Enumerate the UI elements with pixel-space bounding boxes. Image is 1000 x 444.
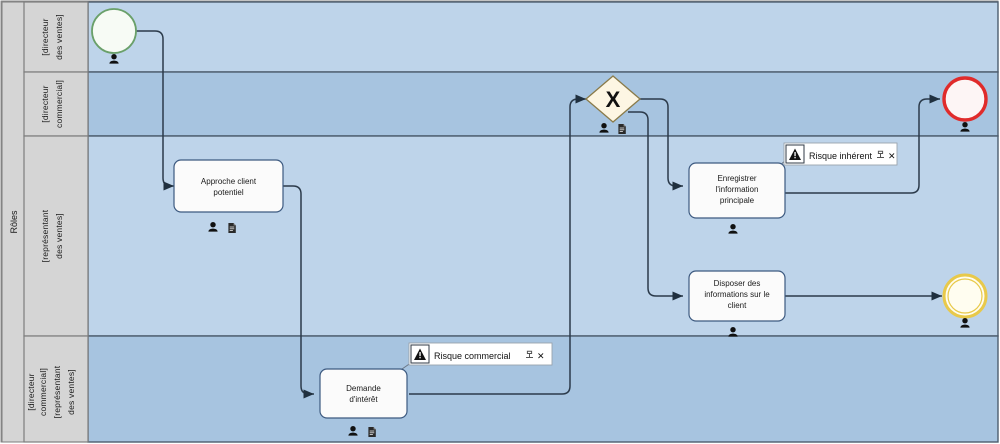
warning-triangle-icon [789,148,801,160]
lane-label-1-line-2: des ventes] [54,14,64,60]
task-approche-document-icon [228,223,236,233]
pin-icon[interactable] [877,150,884,158]
task-enregistrer-information-principale[interactable]: Enregistrer l'information principale [688,162,786,219]
warning-triangle-icon [414,348,426,360]
flow-approche-to-demande [283,185,314,399]
lane-label-3-line-2: des ventes] [54,213,64,259]
lane-body-1 [87,1,999,73]
task-demande-document-icon [368,427,376,437]
task-disposer-line-2: informations sur le [704,290,770,299]
task-disposer-line-3: client [728,301,747,310]
annotation-risque-commercial-label: Risque commercial [434,351,511,361]
close-icon[interactable]: ✕ [537,351,545,361]
end-event[interactable] [942,76,988,122]
task-approche-client-potentiel[interactable]: Approche client potentiel [173,159,284,213]
pool-label: Rôles [9,210,19,234]
task-demande-line-1: Demande [346,384,381,393]
flow-enregistrer-to-end [785,94,940,194]
task-disposer-line-1: Disposer des [714,279,761,288]
gateway-exclusive[interactable]: X [584,75,642,123]
lane-body-3 [87,135,999,337]
task-approche-line-2: potentiel [213,188,243,197]
lane-label-2-line-2: commercial] [54,80,64,128]
task-disposer-informations-client[interactable]: Disposer des informations sur le client [688,270,786,322]
lane-label-1-line-1: [directeur [40,18,50,55]
task-enregistrer-line-3: principale [720,196,755,205]
flow-gateway-to-enregistrer [640,98,683,191]
lane-label-4-line-4: des ventes] [66,369,76,415]
lane-label-4-line-2: commercial] [38,368,48,416]
gateway-document-icon [618,124,626,134]
lane-header-4[interactable] [23,335,89,443]
lane-body-2 [87,71,999,137]
lane-label-4-line-1: [directeur [26,373,36,410]
intermediate-event[interactable] [942,273,988,319]
task-enregistrer-line-2: l'information [716,185,759,194]
annotation-risque-inherent-label: Risque inhérent [809,151,873,161]
flow-gateway-to-disposer [628,111,683,301]
flow-start-to-approche [136,30,174,191]
task-approche-line-1: Approche client [201,177,257,186]
task-enregistrer-line-1: Enregistrer [717,174,756,183]
start-event[interactable] [91,8,137,54]
close-icon[interactable]: ✕ [888,151,896,161]
annotation-risque-commercial[interactable]: Risque commercial ✕ [408,342,553,366]
lane-label-4-line-3: [représentant [52,365,62,418]
lane-label-2-line-1: [directeur [40,85,50,122]
flow-demande-to-gateway [409,94,586,395]
pin-icon[interactable] [526,350,533,358]
annotation-risque-inherent[interactable]: Risque inhérent ✕ [783,142,898,166]
gateway-symbol: X [606,87,621,112]
task-demande-line-2: d'intérêt [349,395,378,404]
lane-label-3-line-1: [représentant [40,209,50,262]
task-demande-dinteret[interactable]: Demande d'intérêt [319,368,408,419]
